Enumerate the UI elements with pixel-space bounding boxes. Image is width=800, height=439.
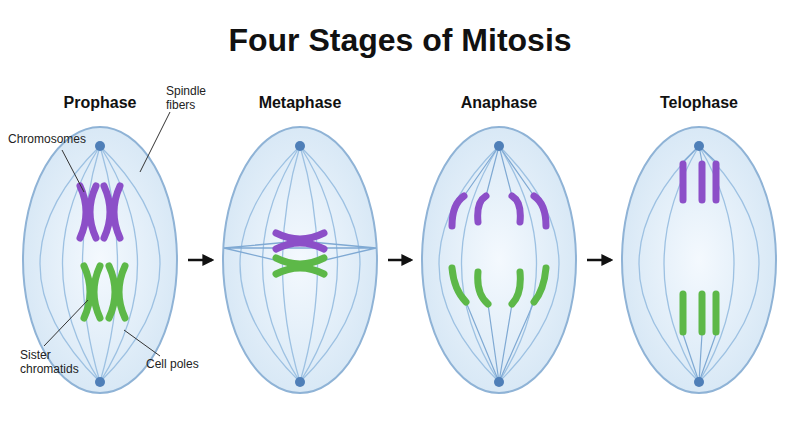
cell-stage: Metaphase <box>222 126 378 394</box>
stage-heading: Metaphase <box>200 94 400 112</box>
spindle-fibers <box>40 146 160 382</box>
chromosome-purple <box>276 233 324 249</box>
leader-line <box>62 150 84 192</box>
chromatid-green <box>683 294 716 332</box>
chromosome-green <box>84 266 125 318</box>
cell-outline-svg <box>621 126 777 394</box>
stage-heading: Anaphase <box>399 94 599 112</box>
cell-membrane <box>23 127 177 393</box>
spindle-fibers <box>639 146 759 382</box>
stage-heading: Telophase <box>599 94 799 112</box>
cell-outline-svg <box>421 126 577 394</box>
spindle-fibers <box>224 241 376 266</box>
chromatid-green <box>452 268 546 304</box>
chromosome-purple <box>80 186 120 238</box>
prophase-art <box>40 141 160 387</box>
cell-stage: Prophase <box>22 126 178 394</box>
cell-outline-svg <box>22 126 178 394</box>
cell-outline-svg <box>222 126 378 394</box>
spindle-fibers <box>439 146 559 382</box>
chromatid-purple <box>452 196 546 226</box>
cell-stage: Anaphase <box>421 126 577 394</box>
cell-membrane <box>223 127 377 393</box>
metaphase-art <box>224 141 376 387</box>
part-label: Cell poles <box>146 357 226 371</box>
leader-line <box>124 330 160 356</box>
cell-pole <box>295 141 305 151</box>
cell-pole <box>494 141 504 151</box>
leader-line <box>44 300 88 346</box>
diagram-title: Four Stages of Mitosis <box>0 22 800 59</box>
cell-pole <box>295 377 305 387</box>
cell-pole <box>95 377 105 387</box>
stage-arrow <box>587 259 611 262</box>
cell-pole <box>694 141 704 151</box>
telophase-art <box>639 141 759 387</box>
stage-arrow <box>388 259 411 262</box>
cell-membrane <box>622 127 776 393</box>
chromatid-purple <box>683 164 716 200</box>
part-label: Spindle fibers <box>166 84 218 112</box>
stage-heading: Prophase <box>0 94 200 112</box>
leader-line <box>140 112 170 172</box>
anaphase-art <box>439 141 559 387</box>
cell-membrane <box>422 127 576 393</box>
leader-lines <box>44 112 170 356</box>
cell-pole <box>95 141 105 151</box>
stage-arrow <box>188 259 212 262</box>
spindle-fibers <box>240 146 360 382</box>
chromosome-green <box>276 258 324 274</box>
spindle-fibers <box>683 146 716 382</box>
spindle-fibers <box>464 146 534 382</box>
cell-stage: Telophase <box>621 126 777 394</box>
cell-pole <box>694 377 704 387</box>
cell-pole <box>494 377 504 387</box>
